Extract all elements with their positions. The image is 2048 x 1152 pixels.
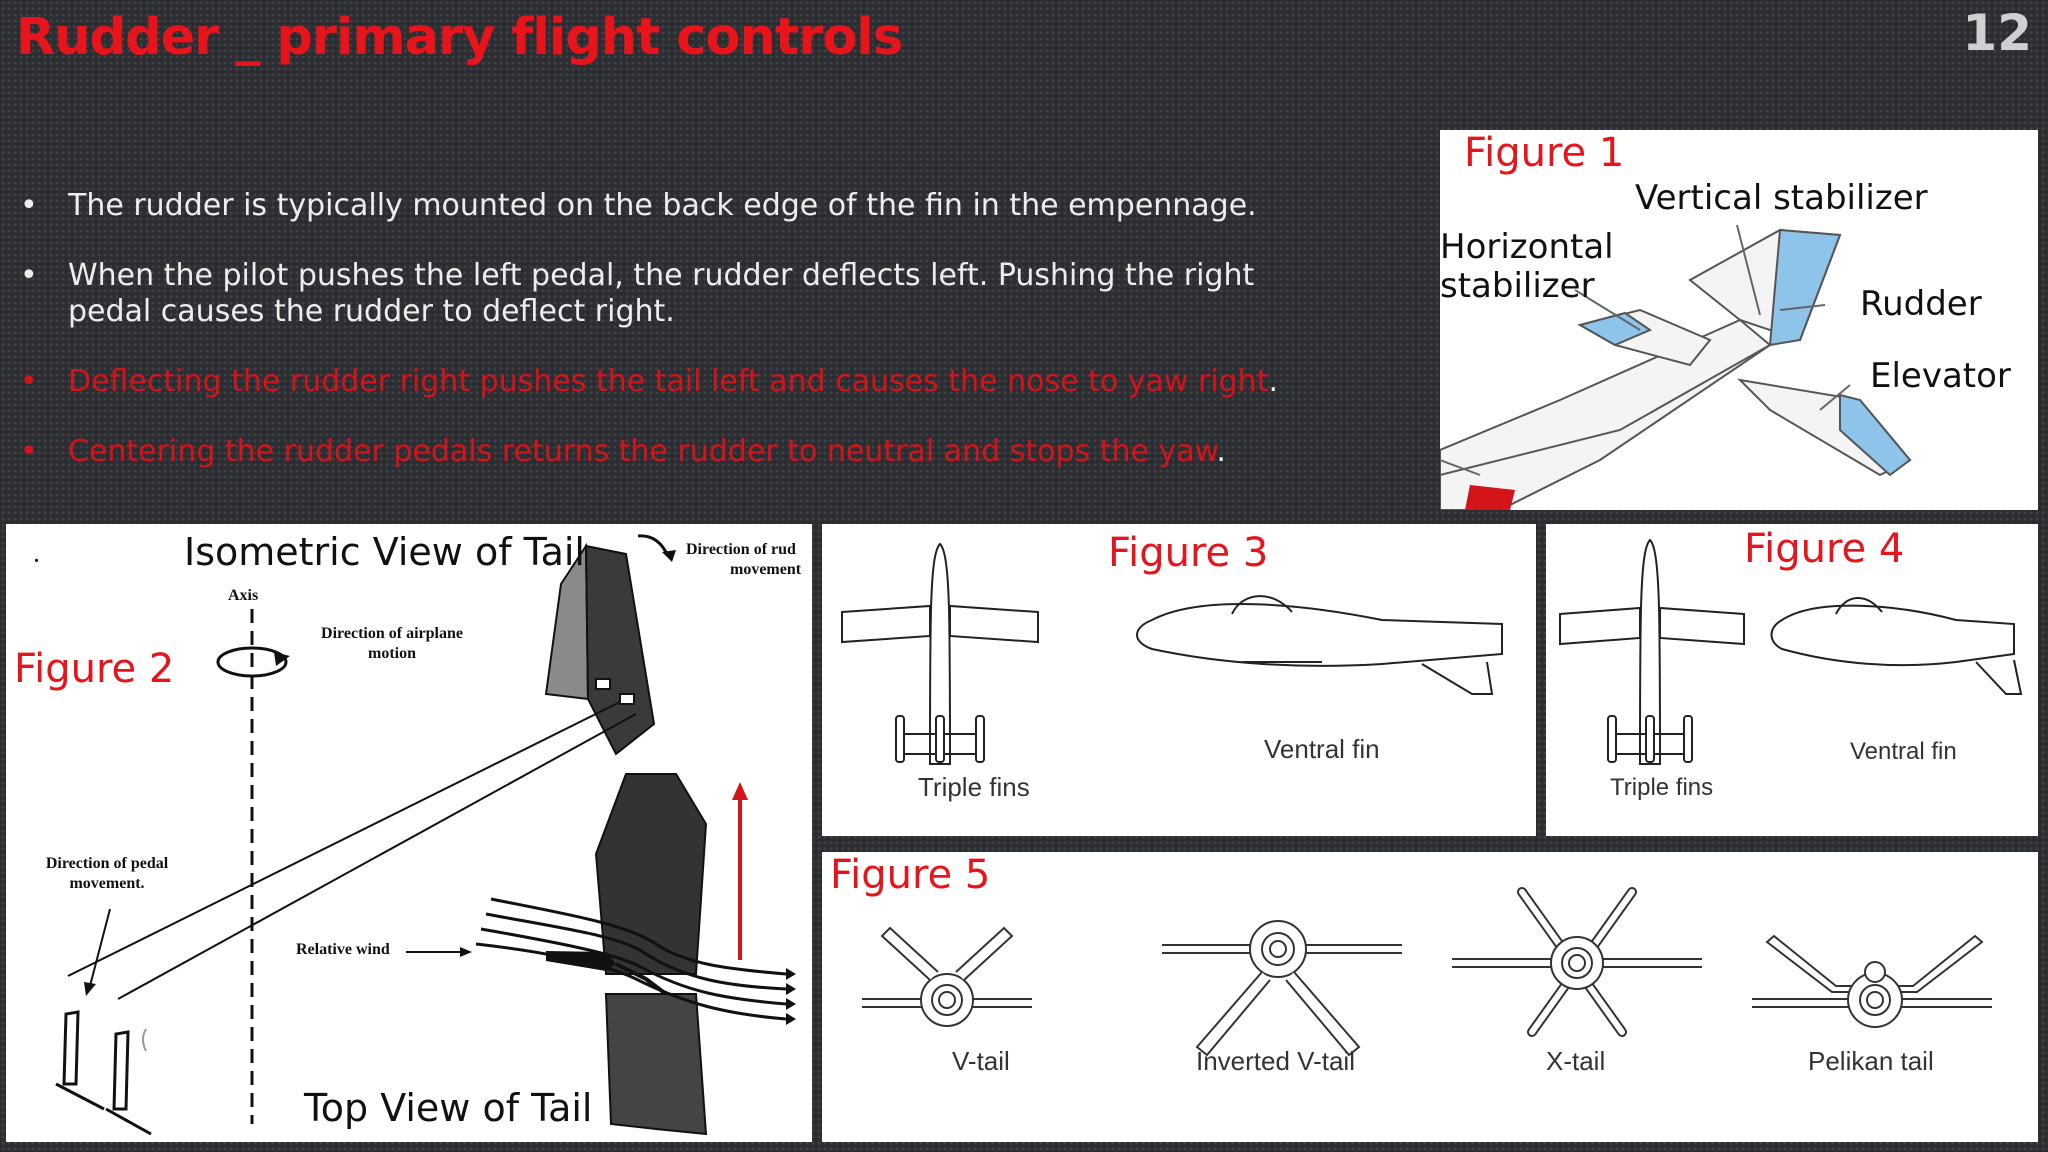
- isometric-view-title: Isometric View of Tail: [184, 530, 585, 574]
- pedal-movement-label: Direction of pedal movement.: [32, 854, 182, 894]
- figure5-tail-types: [862, 887, 1992, 1057]
- figure3-tail-configurations: [841, 542, 1503, 765]
- bullet-item: • The rudder is typically mounted on the…: [20, 188, 1340, 224]
- airplane-motion-line2: motion: [368, 645, 416, 662]
- bullet-item-highlighted: • Deflecting the rudder right pushes the…: [20, 364, 1340, 400]
- rudder-label: Rudder: [1860, 284, 1982, 324]
- top-view-title: Top View of Tail: [304, 1086, 593, 1130]
- axis-label: Axis: [228, 587, 259, 604]
- bullet-list: • The rudder is typically mounted on the…: [20, 188, 1340, 504]
- bullet-marker: •: [20, 434, 38, 469]
- ventral-fin-label: Ventral fin: [1850, 738, 1957, 765]
- figure1-airplane-tail-drawing: [1440, 224, 1912, 510]
- figure4-tail-configurations: [1559, 538, 2023, 765]
- elevator-label: Elevator: [1870, 356, 2011, 396]
- figure2-label: Figure 2: [14, 646, 175, 692]
- horizontal-stabilizer-label-line1: Horizontal: [1440, 227, 1614, 267]
- figure1-panel: Figure 1 Vertical stabilizer Horizontal …: [1440, 130, 2038, 510]
- rudder-movement-label: Direction of rud movement: [686, 540, 812, 580]
- page-number: 12: [1962, 4, 2032, 62]
- relative-wind-label: Relative wind: [296, 941, 390, 958]
- airplane-motion-label: Direction of airplane motion: [302, 624, 482, 664]
- figure5-panel: Figure 5 V-tail Inverted V-tail X-tail P…: [822, 852, 2038, 1142]
- figure5-label: Figure 5: [830, 852, 991, 898]
- figure2-panel: . Isometric View of Tail Figure 2 Axis D…: [6, 524, 812, 1142]
- ventral-fin-label: Ventral fin: [1264, 734, 1380, 764]
- triple-fins-label: Triple fins: [1610, 774, 1714, 801]
- bullet-tail: .: [1268, 364, 1279, 399]
- figure2-stray-dot: .: [34, 545, 39, 567]
- x-tail-drawing: [1452, 887, 1702, 1037]
- inverted-v-tail-drawing: [1162, 920, 1402, 1057]
- v-tail-drawing: [862, 926, 1032, 1027]
- bullet-item: • When the pilot pushes the left pedal, …: [20, 258, 1340, 330]
- pedal-movement-line2: movement.: [69, 875, 145, 892]
- pelikan-tail-label: Pelikan tail: [1808, 1046, 1934, 1076]
- triple-fins-label: Triple fins: [918, 772, 1030, 802]
- bullet-text: Centering the rudder pedals returns the …: [68, 434, 1217, 469]
- pelikan-tail-drawing: [1752, 934, 1992, 1028]
- bullet-text: Deflecting the rudder right pushes the t…: [68, 364, 1269, 399]
- figure3-label: Figure 3: [1108, 530, 1269, 576]
- bullet-tail: .: [1216, 434, 1226, 469]
- airplane-motion-line1: Direction of airplane: [321, 625, 463, 642]
- v-tail-label: V-tail: [952, 1046, 1010, 1076]
- inverted-v-tail-label: Inverted V-tail: [1196, 1046, 1355, 1076]
- bullet-text: When the pilot pushes the left pedal, th…: [68, 258, 1255, 329]
- slide-title: Rudder _ primary flight controls: [16, 8, 903, 67]
- figure1-label: Figure 1: [1464, 130, 1625, 176]
- bullet-text: The rudder is typically mounted on the b…: [68, 188, 1257, 223]
- rudder-movement-line2: movement: [730, 561, 802, 578]
- vertical-stabilizer-label: Vertical stabilizer: [1635, 178, 1928, 218]
- horizontal-stabilizer-label-line2: stabilizer: [1440, 266, 1595, 306]
- figure3-panel: Figure 3 Triple fins Ventral fin: [822, 524, 1536, 836]
- bullet-marker: •: [20, 188, 38, 223]
- x-tail-label: X-tail: [1546, 1046, 1606, 1076]
- pedal-movement-line1: Direction of pedal: [45, 855, 169, 872]
- figure4-label: Figure 4: [1744, 526, 1905, 572]
- figure2-rudder-diagram: [55, 534, 796, 1136]
- figure4-panel: Figure 4 Triple fins Ventral fin: [1546, 524, 2038, 836]
- bullet-marker: •: [20, 364, 38, 399]
- bullet-marker: •: [20, 258, 38, 293]
- bullet-item-highlighted: • Centering the rudder pedals returns th…: [20, 434, 1340, 470]
- rudder-movement-line1: Direction of rud: [686, 541, 796, 558]
